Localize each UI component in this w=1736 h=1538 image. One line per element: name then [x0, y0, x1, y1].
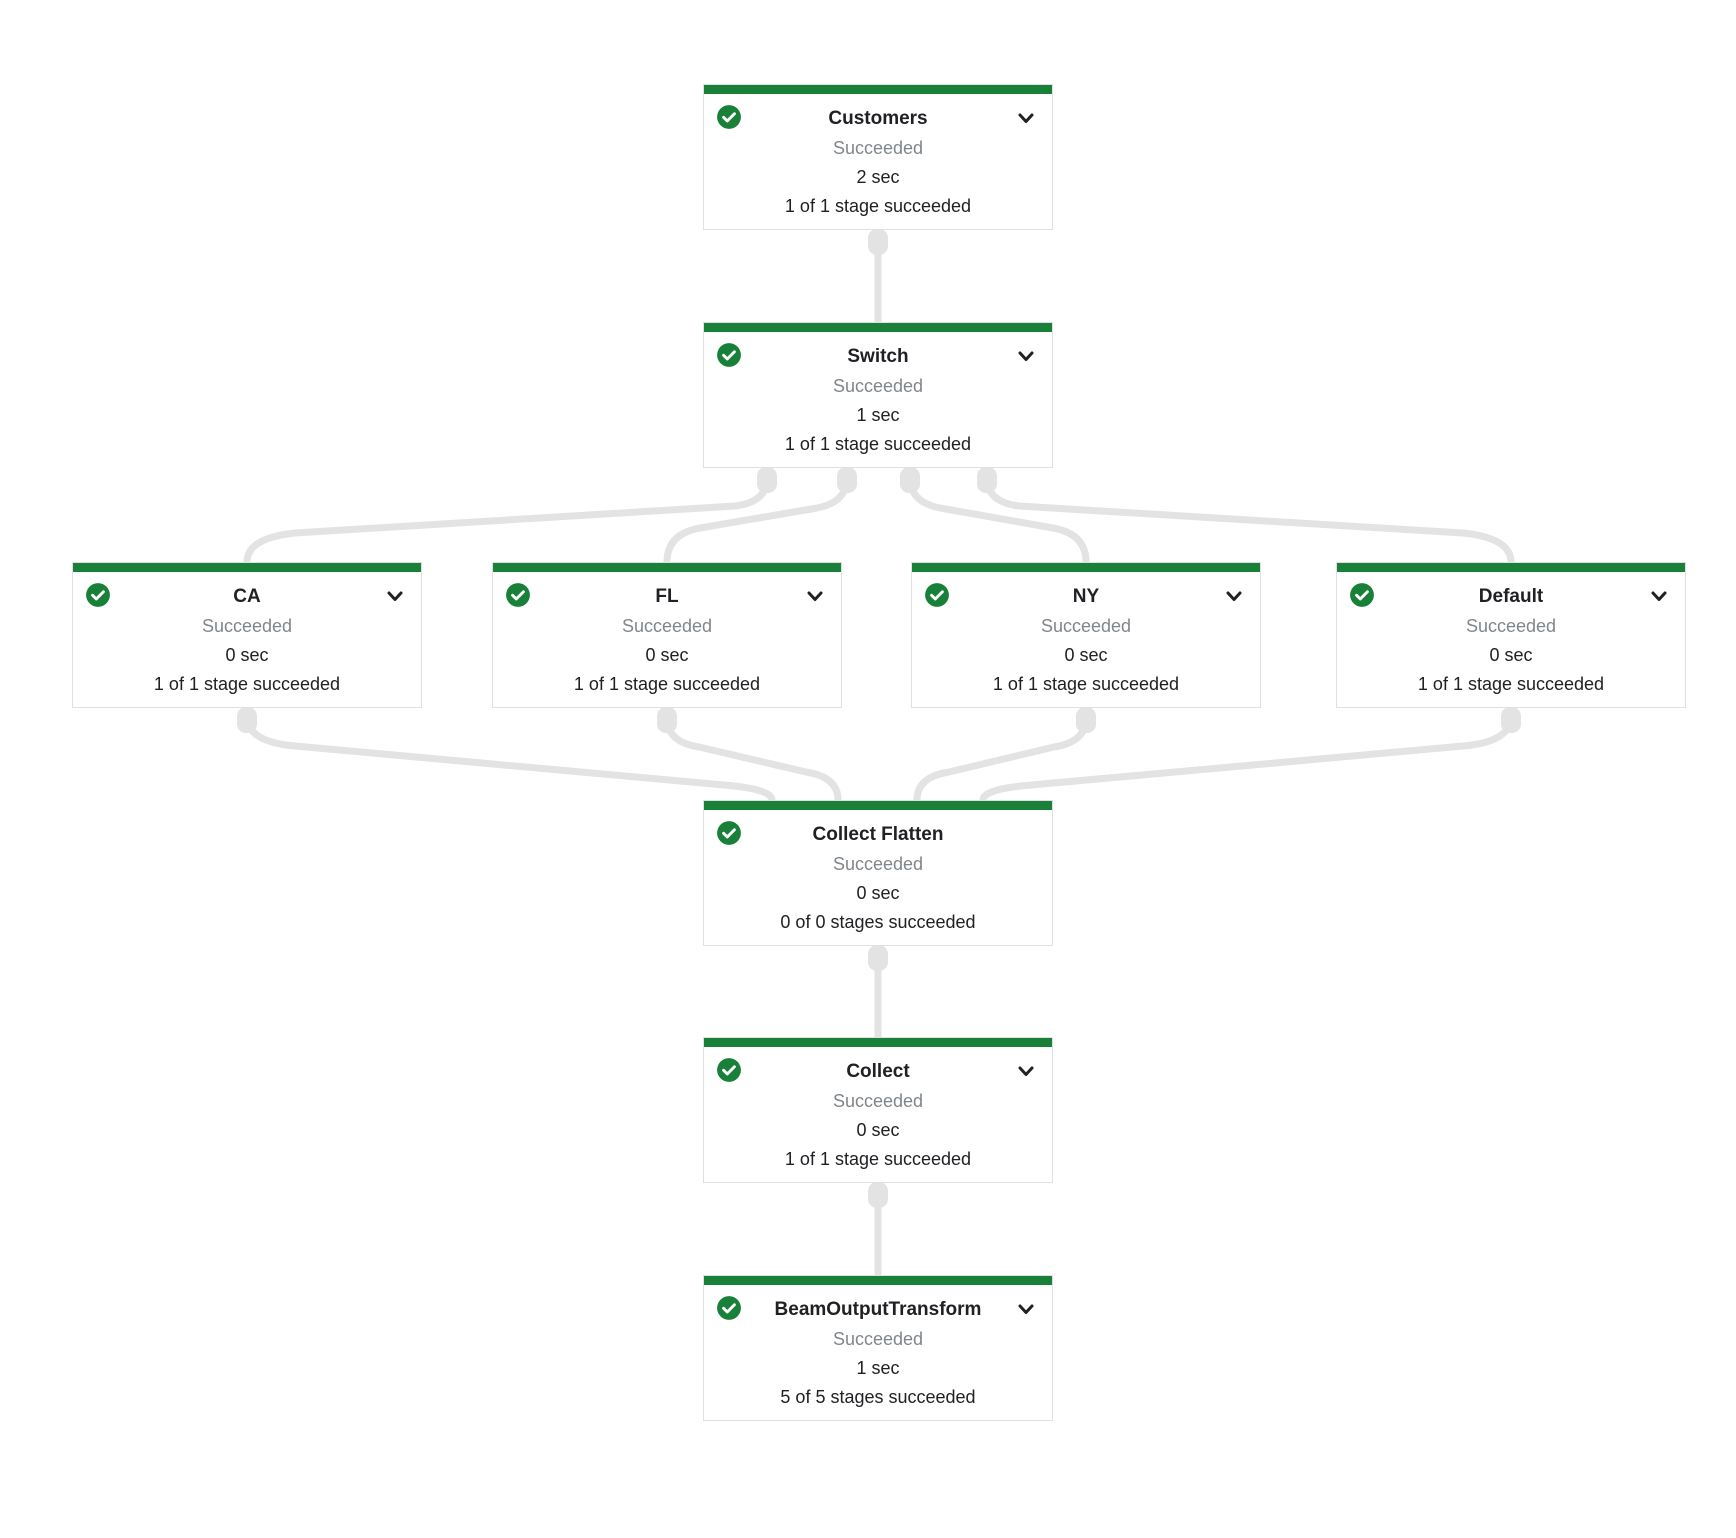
node-stages: 1 of 1 stage succeeded — [784, 434, 972, 454]
node-duration: 0 sec — [645, 645, 689, 665]
node-title: Switch — [847, 346, 909, 367]
edge-switch-ny — [906, 468, 1090, 563]
node-duration: 0 sec — [225, 645, 269, 665]
edge-start-cap — [837, 467, 857, 493]
node-ca[interactable]: CA Succeeded 0 sec 1 of 1 stage succeede… — [72, 562, 422, 708]
node-fl[interactable]: FL Succeeded 0 sec 1 of 1 stage succeede… — [492, 562, 842, 708]
expand-more-icon[interactable] — [1014, 1297, 1038, 1321]
edge-start-cap — [868, 945, 888, 971]
node-status-bar — [704, 85, 1052, 94]
node-duration: 0 sec — [1064, 645, 1108, 665]
node-stages: 1 of 1 stage succeeded — [992, 674, 1180, 694]
node-title: Default — [1478, 586, 1544, 607]
check-circle-icon — [1349, 582, 1375, 608]
expand-more-icon[interactable] — [1014, 344, 1038, 368]
node-duration: 2 sec — [856, 167, 900, 187]
check-circle-icon — [716, 1295, 742, 1321]
node-status: Succeeded — [621, 616, 713, 636]
check-circle-icon — [716, 342, 742, 368]
node-status: Succeeded — [1465, 616, 1557, 636]
expand-more-icon[interactable] — [1222, 584, 1246, 608]
node-beam_output_transform[interactable]: BeamOutputTransform Succeeded 1 sec 5 of… — [703, 1275, 1053, 1421]
expand-more-icon[interactable] — [1014, 106, 1038, 130]
node-status: Succeeded — [832, 854, 924, 874]
node-title: FL — [655, 586, 679, 607]
edge-ca-collect-flatten — [243, 708, 776, 801]
node-stages: 1 of 1 stage succeeded — [784, 1149, 972, 1169]
node-stages: 1 of 1 stage succeeded — [573, 674, 761, 694]
node-duration: 0 sec — [856, 883, 900, 903]
node-status-bar — [704, 1276, 1052, 1285]
check-circle-icon — [924, 582, 950, 608]
node-stages: 1 of 1 stage succeeded — [153, 674, 341, 694]
edge-start-cap — [1501, 707, 1521, 733]
node-duration: 0 sec — [1489, 645, 1533, 665]
node-duration: 1 sec — [856, 1358, 900, 1378]
expand-more-icon[interactable] — [1014, 1059, 1038, 1083]
node-status-bar — [912, 563, 1260, 572]
edge-switch-ca — [243, 468, 771, 563]
edge-start-cap — [868, 229, 888, 255]
node-duration: 1 sec — [856, 405, 900, 425]
node-status-bar — [1337, 563, 1685, 572]
edge-start-cap — [657, 707, 677, 733]
node-switch[interactable]: Switch Succeeded 1 sec 1 of 1 stage succ… — [703, 322, 1053, 468]
node-status: Succeeded — [832, 376, 924, 396]
node-status-bar — [704, 323, 1052, 332]
node-title: CA — [233, 586, 261, 607]
node-status: Succeeded — [1040, 616, 1132, 636]
check-circle-icon — [716, 1057, 742, 1083]
check-circle-icon — [716, 104, 742, 130]
node-status-bar — [704, 801, 1052, 810]
edge-switch-default — [983, 468, 1515, 563]
expand-more-icon[interactable] — [383, 584, 407, 608]
node-status: Succeeded — [201, 616, 293, 636]
node-stages: 5 of 5 stages succeeded — [780, 1387, 976, 1407]
edge-start-cap — [900, 467, 920, 493]
node-status: Succeeded — [832, 1091, 924, 1111]
node-title: Collect — [846, 1061, 910, 1082]
node-customers[interactable]: Customers Succeeded 2 sec 1 of 1 stage s… — [703, 84, 1053, 230]
node-title: Collect Flatten — [812, 824, 944, 845]
node-collect_flatten[interactable]: Collect Flatten Succeeded 0 sec 0 of 0 s… — [703, 800, 1053, 946]
node-status-bar — [704, 1038, 1052, 1047]
edge-start-cap — [977, 467, 997, 493]
node-duration: 0 sec — [856, 1120, 900, 1140]
check-circle-icon — [716, 820, 742, 846]
node-collect[interactable]: Collect Succeeded 0 sec 1 of 1 stage suc… — [703, 1037, 1053, 1183]
node-default[interactable]: Default Succeeded 0 sec 1 of 1 stage suc… — [1336, 562, 1686, 708]
node-title: NY — [1072, 586, 1100, 607]
edge-start-cap — [868, 1182, 888, 1208]
node-status: Succeeded — [832, 138, 924, 158]
edge-start-cap — [757, 467, 777, 493]
check-circle-icon — [85, 582, 111, 608]
edge-default-collect-flatten — [979, 708, 1515, 801]
expand-more-icon[interactable] — [1647, 584, 1671, 608]
node-status: Succeeded — [832, 1329, 924, 1349]
node-ny[interactable]: NY Succeeded 0 sec 1 of 1 stage succeede… — [911, 562, 1261, 708]
check-circle-icon — [505, 582, 531, 608]
edge-start-cap — [1076, 707, 1096, 733]
node-stages: 0 of 0 stages succeeded — [780, 912, 976, 932]
expand-more-icon[interactable] — [803, 584, 827, 608]
node-title: BeamOutputTransform — [774, 1299, 982, 1320]
node-stages: 1 of 1 stage succeeded — [784, 196, 972, 216]
node-title: Customers — [828, 108, 928, 129]
edge-start-cap — [237, 707, 257, 733]
node-stages: 1 of 1 stage succeeded — [1417, 674, 1605, 694]
node-status-bar — [73, 563, 421, 572]
node-status-bar — [493, 563, 841, 572]
